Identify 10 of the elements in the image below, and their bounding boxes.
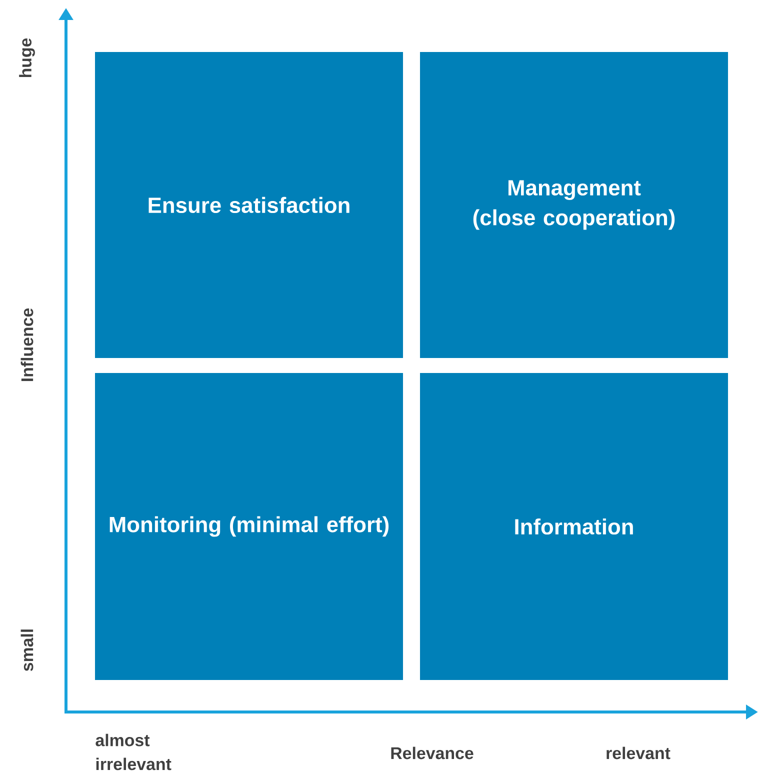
axis-label: almost irrelevant bbox=[96, 734, 172, 770]
quadrant-box: Monitoring (minimal effort) bbox=[95, 373, 403, 680]
axis-label: huge bbox=[19, 38, 35, 78]
quadrant-box: Information bbox=[420, 373, 728, 680]
axis-label: Influence bbox=[20, 308, 34, 382]
axis-label: Relevance bbox=[391, 746, 474, 760]
quadrant-box: Ensure satisfaction bbox=[95, 52, 403, 358]
axis-label: relevant bbox=[606, 746, 670, 760]
quadrant-box: Management (close cooperation) bbox=[420, 52, 728, 358]
axis-label: small bbox=[20, 630, 34, 672]
